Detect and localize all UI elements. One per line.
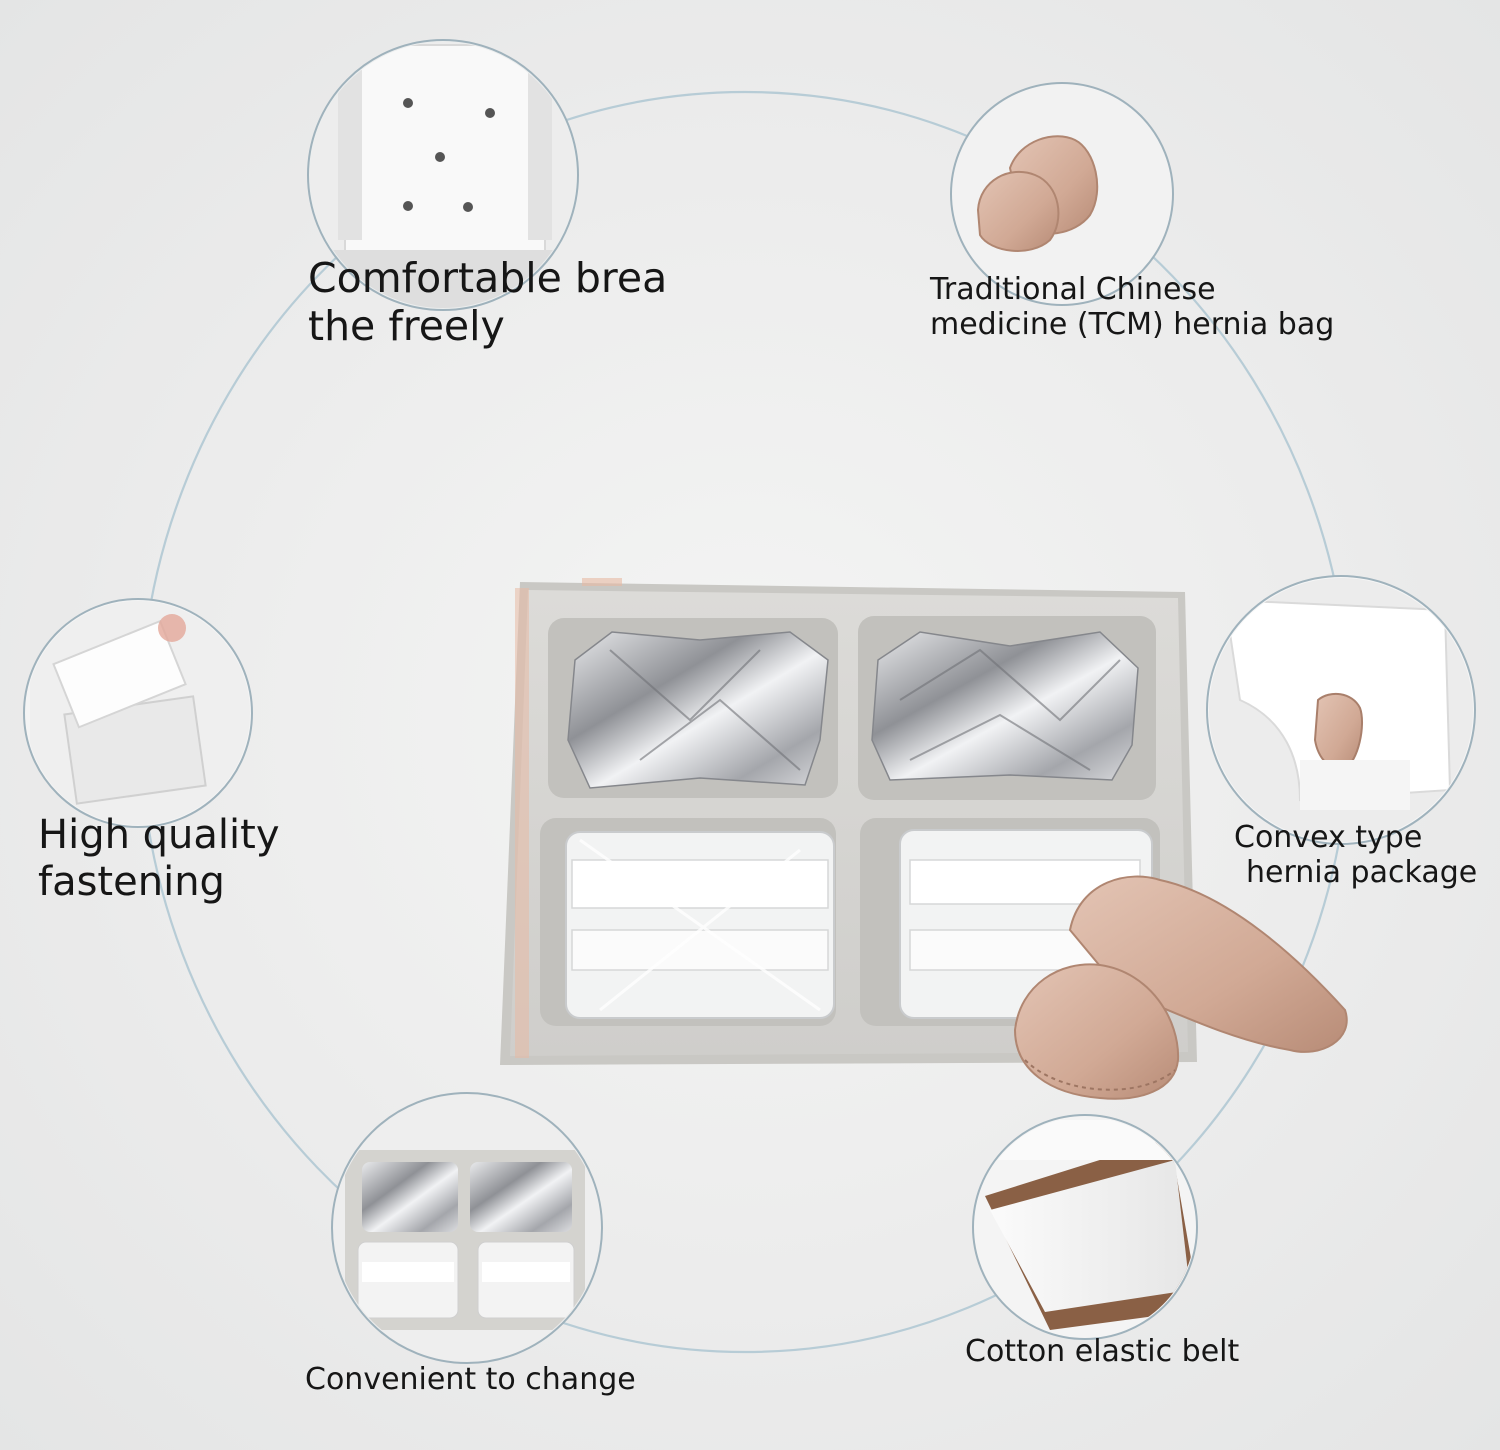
change-feature-image <box>331 1092 603 1364</box>
feature-label-tcm-bag: Traditional Chinese medicine (TCM) herni… <box>930 272 1334 343</box>
foil-pack-left <box>567 631 829 789</box>
feature-label-tcm-bag-line1: Traditional Chinese <box>930 272 1216 307</box>
wrapped-belt-left <box>565 831 835 1019</box>
product-tray <box>500 578 1348 1100</box>
feature-label-fastening-line1: High quality <box>38 812 280 858</box>
feature-label-change-text: Convenient to change <box>305 1362 636 1397</box>
feature-label-breathable-line1: Comfortable brea <box>308 254 668 302</box>
breathable-feature-image <box>307 39 579 311</box>
hernia-pad <box>1013 875 1348 1100</box>
feature-label-belt: Cotton elastic belt <box>965 1334 1239 1369</box>
feature-label-belt-text: Cotton elastic belt <box>965 1334 1240 1369</box>
foil-pack-right <box>871 631 1139 781</box>
belt-feature-image <box>972 1114 1198 1340</box>
feature-label-fastening-line2: fastening <box>38 859 225 906</box>
feature-label-tcm-bag-line2: medicine (TCM) hernia bag <box>930 307 1335 343</box>
feature-label-breathable: Comfortable brea the freely <box>308 254 667 351</box>
fastening-feature-image <box>23 598 253 828</box>
tcm-bag-feature-image <box>950 82 1174 306</box>
feature-label-breathable-line2: the freely <box>308 302 505 351</box>
feature-label-fastening: High quality fastening <box>38 812 279 906</box>
convex-package-feature-image <box>1206 575 1476 845</box>
feature-label-change: Convenient to change <box>305 1362 636 1397</box>
feature-label-convex-package-line2: hernia package <box>1246 855 1478 891</box>
feature-label-convex-package: Convex type hernia package <box>1234 820 1477 891</box>
feature-label-convex-package-line1: Convex type <box>1234 820 1423 855</box>
